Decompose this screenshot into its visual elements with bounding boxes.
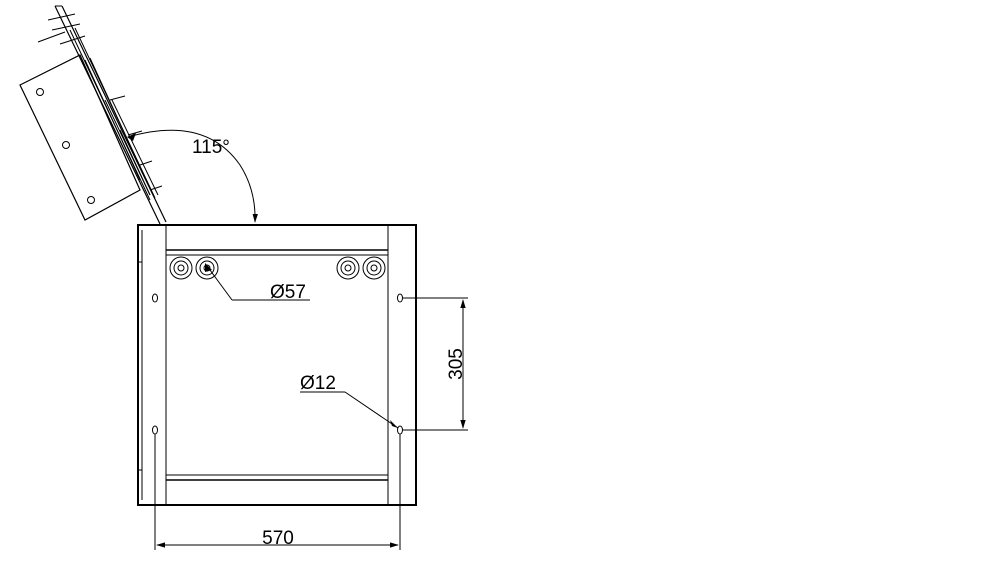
mounting-hole — [397, 293, 403, 303]
box-frame — [137, 224, 417, 506]
hole-diameter-callout: Ø12 — [300, 373, 399, 429]
hole-span-label: 570 — [262, 528, 294, 549]
mounting-hole — [152, 425, 158, 435]
horizontal-dimension: 570 — [154, 434, 401, 550]
angle-dimension: 115° — [127, 129, 258, 223]
pipe-circle — [169, 256, 193, 280]
open-lid — [19, 5, 167, 225]
hole-diameter-label: Ø12 — [300, 373, 336, 394]
vertical-dimension: 305 — [403, 297, 468, 431]
pipe-circle — [336, 256, 360, 280]
pipe-diameter-callout: Ø57 — [205, 263, 310, 303]
mounting-holes — [152, 293, 403, 435]
hole-spacing-label: 305 — [446, 348, 467, 380]
pipe-diameter-label: Ø57 — [270, 282, 306, 303]
angle-label: 115° — [192, 137, 230, 158]
mounting-hole — [397, 425, 403, 435]
pipe-connections — [169, 256, 386, 280]
pipe-circle — [362, 256, 386, 280]
mounting-hole — [152, 293, 158, 303]
